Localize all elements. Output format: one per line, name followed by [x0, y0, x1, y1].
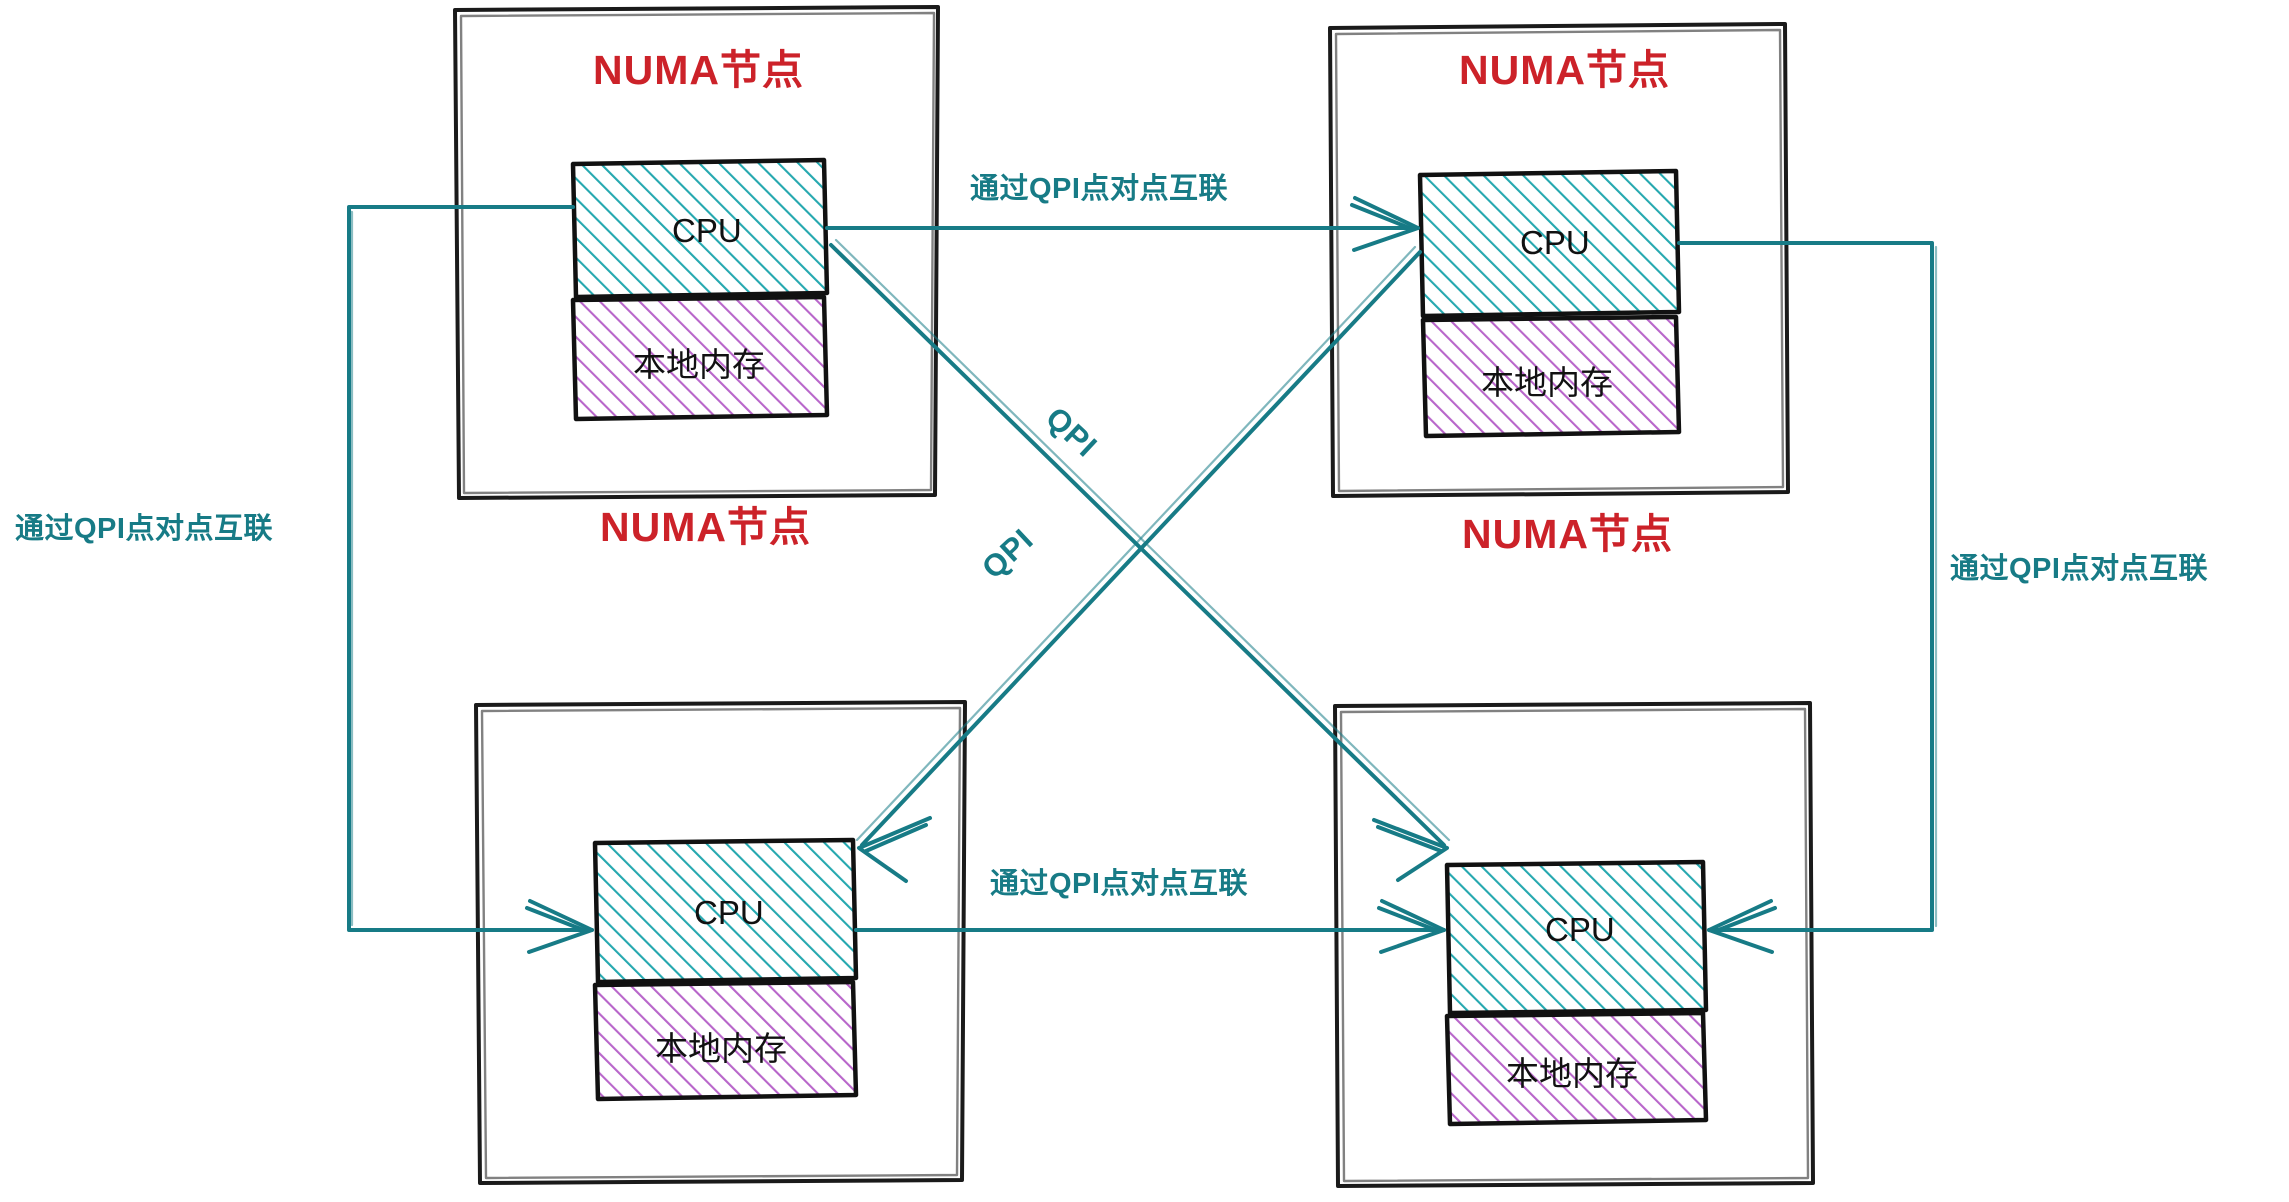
memory-box-bottom-left	[592, 979, 859, 1102]
node-frame-bottom-right	[1333, 701, 1815, 1188]
link-label-bottom: 通过QPI点对点互联	[990, 868, 1248, 900]
node-title-bottom-left: NUMA节点	[600, 504, 811, 550]
cpu-box-bottom-left	[592, 837, 859, 985]
cpu-label-top-right: CPU	[1520, 224, 1590, 261]
link-label-top: 通过QPI点对点互联	[970, 173, 1228, 205]
node-title-bottom-right: NUMA节点	[1462, 511, 1673, 557]
memory-label-bottom-left: 本地内存	[655, 1030, 787, 1067]
cpu-label-top-left: CPU	[672, 212, 742, 249]
node-frame-top-left	[453, 5, 940, 500]
cpu-label-bottom-left: CPU	[694, 894, 764, 931]
node-frame-bottom-left	[474, 700, 967, 1185]
cpu-box-top-left	[570, 157, 830, 300]
cpu-box-bottom-right	[1444, 859, 1709, 1016]
cpu-box-top-right	[1417, 168, 1682, 319]
link-label-left: 通过QPI点对点互联	[15, 513, 273, 545]
node-title-top-right: NUMA节点	[1459, 47, 1670, 93]
cpu-label-bottom-right: CPU	[1545, 911, 1615, 948]
memory-label-top-left: 本地内存	[633, 346, 765, 383]
memory-box-top-right	[1420, 314, 1682, 439]
connector-right	[1677, 241, 1938, 954]
connector-bottom	[854, 899, 1446, 954]
memory-label-bottom-right: 本地内存	[1506, 1055, 1638, 1092]
link-label-right: 通过QPI点对点互联	[1950, 553, 2208, 585]
memory-box-bottom-right	[1444, 1010, 1709, 1127]
connector-diagonal-b	[855, 245, 1422, 883]
connector-top	[825, 196, 1420, 252]
memory-label-top-right: 本地内存	[1481, 364, 1613, 401]
connector-diagonal-a	[829, 238, 1451, 882]
node-title-top-left: NUMA节点	[593, 47, 804, 93]
connector-left	[347, 205, 594, 954]
memory-box-top-left	[570, 294, 830, 422]
